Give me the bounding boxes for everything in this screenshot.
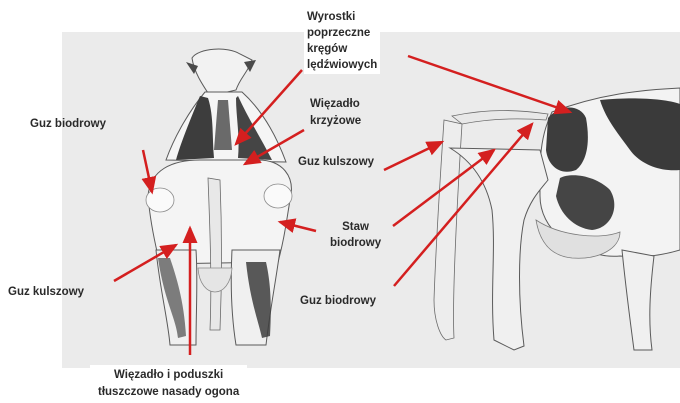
label-guz-kulszowy-right: Guz kulszowy [298, 155, 374, 169]
label-guz-biodrowy-left: Guz biodrowy [30, 117, 106, 131]
label-wyrostki-line1: Wyrostki [307, 9, 377, 25]
label-wiezadlo-ogona: Więzadło i poduszki tłuszczowe nasady og… [90, 365, 247, 403]
label-wyrostki-line2: poprzeczne [307, 25, 377, 41]
label-wyrostki-line3: kręgów [307, 41, 377, 57]
label-wyrostki-poprzeczne: Wyrostki poprzeczne kręgów lędźwiowych [304, 8, 380, 74]
label-staw-biodrowy: Staw biodrowy [330, 219, 381, 251]
label-wiezadlo-krzyzowe-line2: krzyżowe [310, 113, 361, 130]
label-staw-line1: Staw [330, 219, 381, 235]
label-guz-biodrowy-right: Guz biodrowy [300, 294, 376, 308]
label-wyrostki-line4: lędźwiowych [307, 57, 377, 73]
label-wiezadlo-ogona-line1: Więzadło i poduszki [98, 367, 239, 384]
label-guz-kulszowy-left: Guz kulszowy [8, 285, 84, 299]
label-wiezadlo-krzyzowe-line1: Więzadło [310, 96, 361, 113]
label-staw-line2: biodrowy [330, 235, 381, 251]
label-wiezadlo-krzyzowe: Więzadło krzyżowe [310, 96, 361, 130]
label-wiezadlo-ogona-line2: tłuszczowe nasady ogona [98, 384, 239, 401]
